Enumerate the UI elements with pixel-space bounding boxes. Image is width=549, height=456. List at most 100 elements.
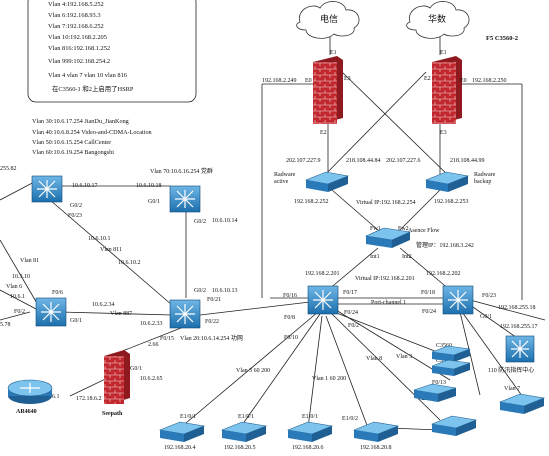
label-ip-202-6: 202.107.227.6 [386,158,421,164]
label-ip-10-6-10-13: 10.6.10.13 [212,288,238,294]
label-ar4640: AR4640 [16,409,37,415]
label-vlan3-60-200: Vlan 3 60 200 [236,368,270,374]
firewall-left [313,56,343,124]
label-ip-10-6-2-33: 10.6.2.33 [140,321,163,327]
label-e1-0-2: E1/0/2 [342,416,358,422]
label-ip-10-6-1: 10.6.1 [10,294,25,300]
vlan-line-5: Vlan 816:192.168.1.252 [48,45,110,52]
fw-right-e3: E3 [440,130,447,136]
label-ip-10-6-10-1: 10.6.10.1 [88,236,111,242]
core-switch-mid [169,299,201,329]
label-f0-23-left: F0/23 [68,213,82,219]
label-c3560: C3560 [436,343,452,349]
label-ip-255-18: 192.168.255.18 [498,305,536,311]
label-asence-flow: Asence Flow [408,228,440,234]
vlan-list-1: Vlan 30:10.6.17.254 JianDu_JianKong [32,118,129,125]
label-ip-20-6: 192.168.20.6 [292,445,324,451]
label-ip-172-18-6-2: 172.18.6.2 [76,396,102,402]
label-ip-202: 192.168.2.202 [426,271,461,277]
access-switch-c3560-b [431,359,471,376]
label-g0-1-right: G0/1 [480,314,492,320]
label-ip-20-8: 192.168.20.8 [360,445,392,451]
vlan-list-4: Vlan 60:10.6.19.254 Bangongshi [32,149,114,156]
access-switch-c3560-a [431,345,471,362]
label-int2: Int2 [402,254,412,260]
cloud-huashu: 华数 [406,1,470,39]
label-c3560b: C3560 [436,358,452,364]
label-fw2-ip: 192.168.2.250 [472,78,507,84]
core-switch-left [307,285,339,315]
switch-right-edge [505,335,535,363]
label-ip-6-1: 6.1 [52,394,60,400]
label-f0-17: F0/17 [343,290,357,296]
label-ip-2-65: 10.6.2.65 [140,376,163,382]
label-ip-10-6-10-2: 10.6.10.2 [118,260,141,266]
label-vlan70: Vlan 70:10.6.16.254 党群 [150,167,213,175]
switch-radware-active [304,171,350,192]
label-ip-10-6-10-14: 10.6.10.14 [212,218,238,224]
label-ip-218-99: 218.108.44.99 [450,158,485,164]
access-switch-3 [286,421,334,442]
access-switch-4 [352,421,400,442]
label-g0-1-sea: G0/1 [130,366,142,372]
label-f0-24-right: F0/24 [422,309,436,315]
label-vlan81: Vlan 81 [20,258,39,264]
label-g0-1-top: G0/1 [148,199,160,205]
switch-top-mid [169,185,201,213]
access-switch-vlan7 [498,393,546,414]
label-g0-2-mid: G0/2 [194,288,206,294]
cloud-dianxin: 电信 [296,1,360,39]
fw-right-e0: E0 [460,78,467,84]
access-switch-c2950 [413,383,457,402]
router-ar4640 [7,379,53,404]
vlan-line-7: Vlan 4 vlan 7 vlan 10 vlan 816 [48,72,127,79]
label-g0-1-left: G0/1 [70,318,82,324]
label-ip-255-17: 192.168.255.17 [500,324,538,330]
label-g0-2-left: G0/2 [70,203,82,209]
label-vlan1-60-200: Vlan 1 60 200 [312,376,346,382]
label-f0-2-left: F0/2 [14,309,25,315]
label-e1-0-1-a: E1/0/1 [180,414,196,420]
label-f0-18: F0/18 [421,290,435,296]
label-radware-active-ip: 202.107.227.9 [286,158,321,164]
firewall-seepath [104,350,130,404]
switch-asence-flow [364,227,412,248]
label-f0-8: F0/8 [284,315,295,321]
label-ip-2-66: 2.66 [148,342,159,348]
label-fw1-ip: 192.168.2.249 [262,78,297,84]
label-f0-10: F0/10 [284,335,298,341]
label-f0-2x: F0/2 [348,323,359,329]
access-switch-5 [430,415,478,436]
switch-top-left [31,175,63,203]
label-port-channel: Port-channel 1 [371,300,406,306]
label-ip-10-3-10: 10.3.10 [12,274,30,280]
cloud-label-dianxin: 电信 [320,13,338,24]
label-virtual-ip-mid: Virtual IP:192.168.2.201 [355,276,415,282]
label-ip-10-6-10-17: 10.6.10.17 [72,183,98,189]
vlan-list: Vlan 30:10.6.17.254 JianDu_JianKong Vlan… [32,118,152,156]
label-vlan6x: Vlan 6 [6,284,22,290]
label-seepath: Seepath [102,411,123,417]
label-vlan8: Vlan 8 [366,356,382,362]
vlan-info-box: Vlan 4:192.168.5.252 Vlan 6:192.168.93.3… [27,0,197,103]
core-switch-right [442,285,474,315]
vlan-line-1: Vlan 4:192.168.5.252 [48,1,104,8]
label-vlan3: Vlan 3 [396,354,412,360]
connection-lines [0,35,546,431]
vlan-line-2: Vlan 6:192.168.93.3 [48,12,101,19]
label-ip-10-6-10-18: 10.6.10.18 [136,183,162,189]
switch-left [35,297,67,327]
vlan-list-3: Vlan 50:10.6.15.254 CallCenter [32,139,111,146]
label-f0-16: F0/16 [283,293,297,299]
label-f0-22: F0/22 [205,319,219,325]
label-f0-13: F0/13 [432,380,446,386]
switch-radware-backup [424,171,470,192]
fw-right-e1: E1 [440,50,447,56]
label-f0-21: F0/21 [207,297,221,303]
label-vlan7: Vlan 7 [504,386,520,392]
label-ip-5-78: 5.78 [0,322,11,328]
fw-left-e2: E2 [320,130,327,136]
label-f0-15: F0/15 [160,336,174,342]
